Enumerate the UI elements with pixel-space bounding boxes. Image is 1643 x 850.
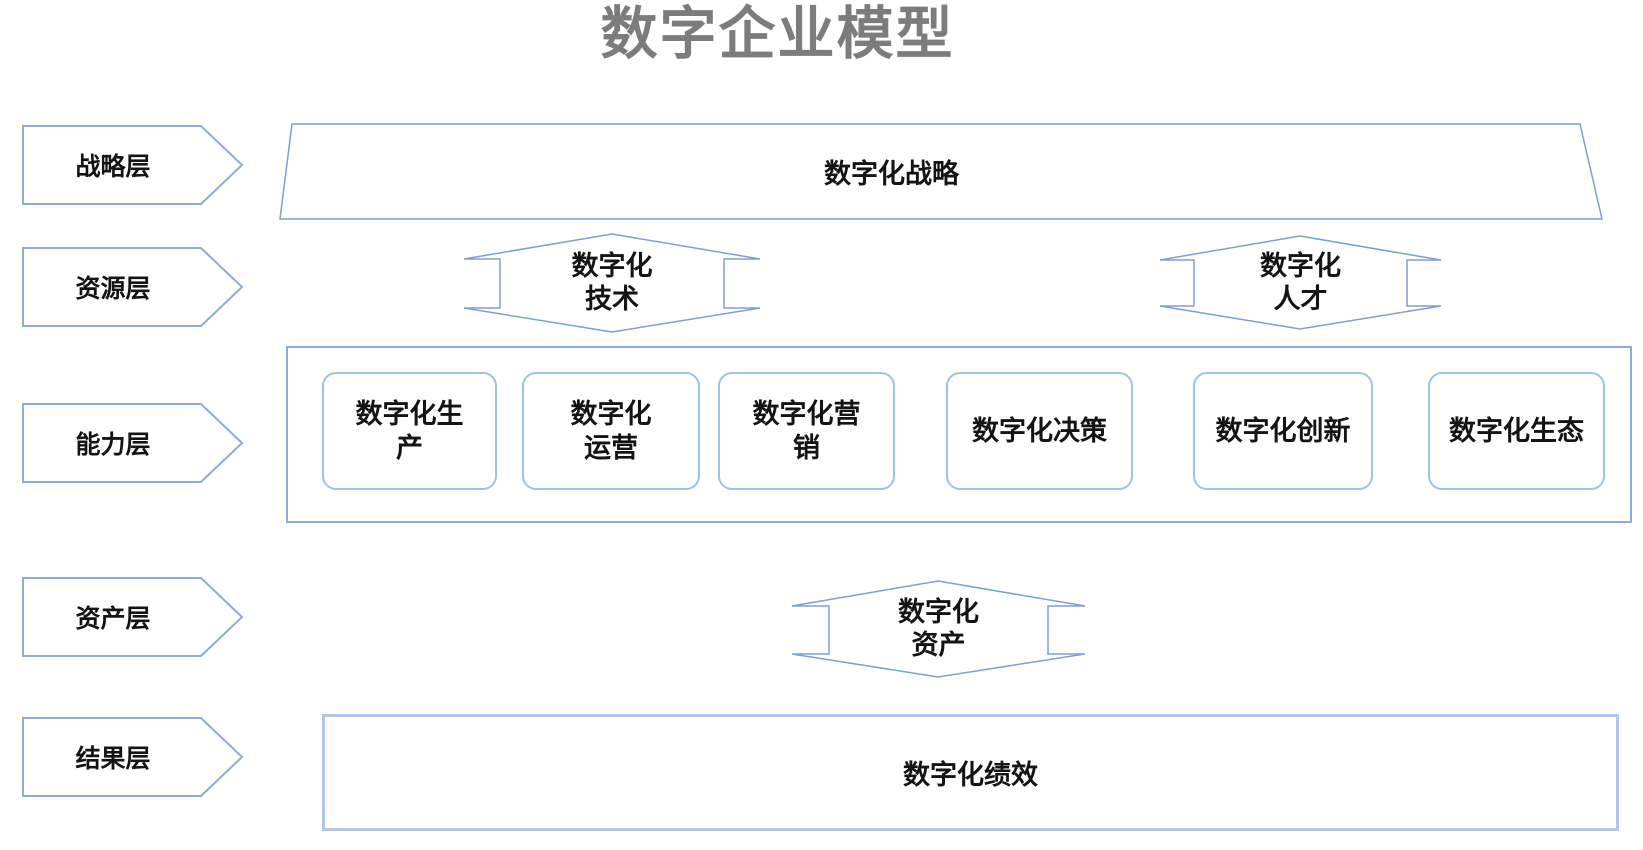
layer-label-text: 能力层: [75, 431, 151, 459]
layer-label-text: 资产层: [75, 605, 151, 633]
label-line: 数字化营: [752, 399, 861, 429]
label-line: 数字化: [571, 251, 653, 281]
label-line: 数字化创新: [1215, 416, 1351, 446]
layer-label-text: 战略层: [75, 153, 151, 181]
layer-label-capability: 能力层: [22, 403, 244, 483]
label-line: 数字化: [898, 597, 979, 627]
result-band-label: 数字化绩效: [903, 760, 1038, 790]
label-line: 数字化生: [355, 399, 464, 429]
layer-label-result: 结果层: [22, 717, 244, 797]
strategy-band: 数字化战略: [279, 123, 1604, 220]
pentagon-arrow-shape: [22, 247, 244, 327]
label-line: 数字化: [1260, 250, 1341, 281]
label-line: 运营: [584, 433, 638, 463]
diagram-title: 数字企业模型: [600, 2, 955, 66]
layer-label-resource: 资源层: [22, 247, 244, 327]
pentagon-arrow-shape: [22, 717, 244, 797]
label-line: 资产: [911, 630, 966, 660]
resource-arrow-technology: 数字化 技术: [462, 233, 762, 333]
resource-arrow-label: 数字化 人才: [1158, 235, 1443, 330]
result-band: 数字化绩效: [322, 714, 1619, 831]
capability-box-ecosystem: 数字化生态: [1428, 372, 1605, 490]
label-line: 数字化生态: [1449, 416, 1584, 446]
up-down-arrow-shape: [463, 233, 761, 333]
layer-label-text: 结果层: [75, 745, 151, 773]
layer-label-strategy: 战略层: [22, 125, 244, 205]
label-line: 人才: [1273, 283, 1328, 314]
resource-arrow-talent: 数字化 人才: [1158, 235, 1443, 330]
capability-box-operations: 数字化 运营: [522, 372, 700, 490]
layer-label-asset: 资产层: [22, 577, 244, 657]
pentagon-arrow-shape: [22, 125, 244, 205]
resource-arrow-label: 数字化 技术: [462, 233, 762, 333]
asset-arrow-label: 数字化 资产: [790, 580, 1087, 678]
label-line: 产: [396, 433, 423, 463]
label-line: 数字化决策: [972, 416, 1107, 446]
capability-box-decision: 数字化决策: [946, 372, 1133, 490]
up-down-arrow-shape: [791, 580, 1086, 678]
capability-box-marketing: 数字化营 销: [718, 372, 895, 490]
asset-arrow: 数字化 资产: [790, 580, 1087, 678]
strategy-band-label: 数字化战略: [824, 159, 959, 189]
label-line: 数字化: [570, 399, 652, 429]
layer-label-text: 资源层: [75, 275, 151, 303]
pentagon-arrow-shape: [22, 403, 244, 483]
capability-box-innovation: 数字化创新: [1193, 372, 1373, 490]
pentagon-arrow-shape: [22, 577, 244, 657]
label-line: 销: [793, 433, 820, 463]
label-line: 技术: [585, 284, 639, 314]
up-down-arrow-shape: [1159, 235, 1442, 330]
trapezoid-shape: [279, 123, 1603, 220]
capability-box-production: 数字化生 产: [322, 372, 497, 490]
